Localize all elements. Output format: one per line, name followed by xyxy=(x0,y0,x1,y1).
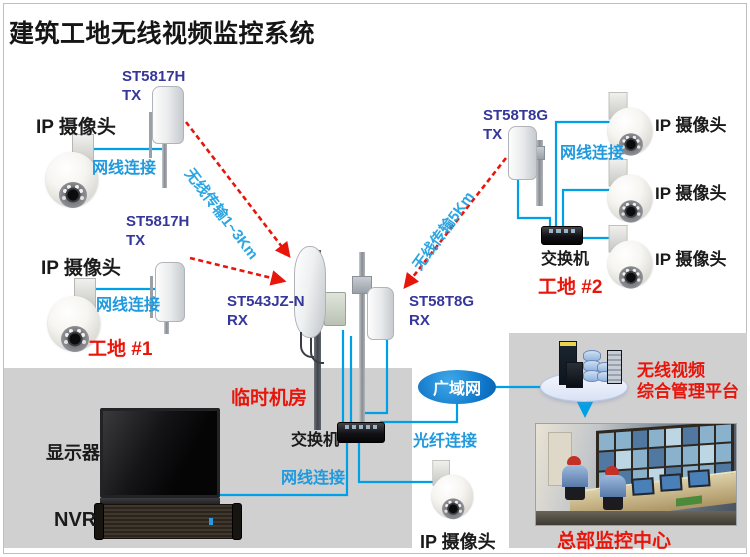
antenna-rx1-role: RX xyxy=(227,312,248,329)
wan-label: 广域网 xyxy=(432,381,481,398)
camera-lens-icon xyxy=(448,504,458,514)
red-cap-icon xyxy=(567,456,581,465)
site1-cable1-label: 网线连接 xyxy=(92,160,157,177)
antenna-rx2-model: ST58T8G xyxy=(409,293,475,310)
camera-lens-icon xyxy=(626,272,636,283)
operator-figure xyxy=(562,456,588,500)
antenna-tx2-panel xyxy=(155,262,185,322)
antenna-rx1-label: ST543JZ-N RX xyxy=(227,292,305,330)
antenna-rx1-radio-box xyxy=(324,292,346,326)
camera-lens-ring xyxy=(618,133,643,156)
ptz-camera-site1-1 xyxy=(44,134,102,210)
platform-label-line2: 综合管理平台 xyxy=(637,382,739,401)
camera-lens-icon xyxy=(626,206,636,217)
ptz-camera-room xyxy=(430,460,476,521)
antenna-tx3-panel xyxy=(508,126,537,180)
antenna-tx2-pole xyxy=(164,316,169,334)
antenna-rx2-mount xyxy=(352,276,372,294)
operator-body xyxy=(600,475,626,497)
server-rack-icon xyxy=(607,350,622,384)
antenna-rx2-pole xyxy=(359,252,365,430)
room-cable-label: 网线连接 xyxy=(281,470,346,487)
desk-monitor-icon xyxy=(631,477,655,496)
control-room-photo xyxy=(535,423,737,526)
camera-lens-ring xyxy=(618,200,643,223)
antenna-tx2-label: ST5817H TX xyxy=(126,212,189,250)
site2-camera2-label: IP 摄像头 xyxy=(655,184,727,203)
desk-monitor-icon xyxy=(659,473,683,492)
desk-monitor-icon xyxy=(687,469,711,488)
camera-lens-ring xyxy=(61,326,89,352)
wireless-links xyxy=(184,121,508,290)
headquarters-label: 总部监控中心 xyxy=(557,531,672,552)
nvr-label: NVR xyxy=(54,509,97,531)
server-tower2-icon xyxy=(566,362,583,388)
switch-ports xyxy=(345,425,377,429)
antenna-rx2-role: RX xyxy=(409,312,430,329)
monitor xyxy=(100,408,220,529)
antenna-rx1-cable2 xyxy=(310,338,324,364)
site1-camera2-label: IP 摄像头 xyxy=(41,258,121,279)
fiber-label: 光纤连接 xyxy=(413,433,478,450)
antenna-tx2-mast xyxy=(150,276,153,318)
antenna-tx2-model: ST5817H xyxy=(126,213,190,230)
antenna-tx1-label: ST5817H TX xyxy=(122,67,185,105)
platform-label-line1: 无线视频 xyxy=(637,361,705,380)
antenna-tx2-role: TX xyxy=(126,232,146,249)
switch-ports xyxy=(549,229,575,233)
antenna-tx3-model: ST58T8G xyxy=(483,107,549,124)
room-switch-label: 交换机 xyxy=(291,432,340,449)
ptz-camera-site1-2 xyxy=(46,278,104,354)
antenna-rx1-cable xyxy=(300,332,314,358)
site1-name: 工地 #1 xyxy=(88,339,153,360)
antenna-tx1-mast xyxy=(149,112,152,158)
operator-body xyxy=(562,465,588,487)
site2-switch-label: 交换机 xyxy=(541,251,590,268)
site1-camera1-label: IP 摄像头 xyxy=(36,117,116,138)
site1-cable2-label: 网线连接 xyxy=(96,297,161,314)
monitor-bezel xyxy=(100,498,220,505)
antenna-tx1-panel xyxy=(152,86,184,144)
room-switch xyxy=(337,422,385,443)
nvr-device xyxy=(94,503,242,540)
antenna-tx1-role: TX xyxy=(122,87,142,104)
machine-room-name: 临时机房 xyxy=(231,388,308,409)
ptz-camera-site2-3 xyxy=(606,225,656,290)
camera-lens-ring xyxy=(618,266,643,289)
monitor-label: 显示器 xyxy=(46,443,100,463)
site2-camera1-label: IP 摄像头 xyxy=(655,116,727,135)
page-title: 建筑工地无线视频监控系统 xyxy=(9,20,316,48)
camera-lens-ring xyxy=(442,498,465,520)
camera-lens-icon xyxy=(626,139,636,150)
antenna-rx2-panel xyxy=(367,287,394,340)
platform-label: 无线视频 综合管理平台 xyxy=(637,360,739,402)
antenna-rx2-label: ST58T8G RX xyxy=(409,292,474,330)
site2-name: 工地 #2 xyxy=(538,277,603,298)
wan-cloud: 广域网 xyxy=(418,370,496,404)
antenna-tx1-model: ST5817H xyxy=(122,68,186,85)
antenna-tx3-pole xyxy=(536,140,543,206)
nvr-led-icon xyxy=(209,518,213,525)
photo-floor xyxy=(536,511,736,525)
antenna-rx1-panel xyxy=(294,246,326,338)
ptz-camera-site2-2 xyxy=(606,159,656,224)
antenna-tx3-label: ST58T8G TX xyxy=(483,106,548,144)
antenna-tx1-pole xyxy=(162,140,167,188)
camera-lens-ring xyxy=(59,182,87,208)
camera-lens-icon xyxy=(67,189,79,201)
site2-switch xyxy=(541,226,583,245)
antenna-tx3-role: TX xyxy=(483,126,503,143)
ptz-camera-site2-1 xyxy=(606,92,656,157)
site2-camera3-label: IP 摄像头 xyxy=(655,250,727,269)
antenna-rx1-model: ST543JZ-N xyxy=(227,293,305,310)
red-cap-icon xyxy=(605,466,619,475)
room-camera-label: IP 摄像头 xyxy=(420,532,496,552)
monitor-screen xyxy=(100,408,220,498)
operator-figure xyxy=(600,466,626,510)
chair xyxy=(603,497,623,510)
site2-cable-label: 网线连接 xyxy=(560,145,625,162)
camera-lens-icon xyxy=(69,333,81,345)
chair xyxy=(565,487,585,500)
